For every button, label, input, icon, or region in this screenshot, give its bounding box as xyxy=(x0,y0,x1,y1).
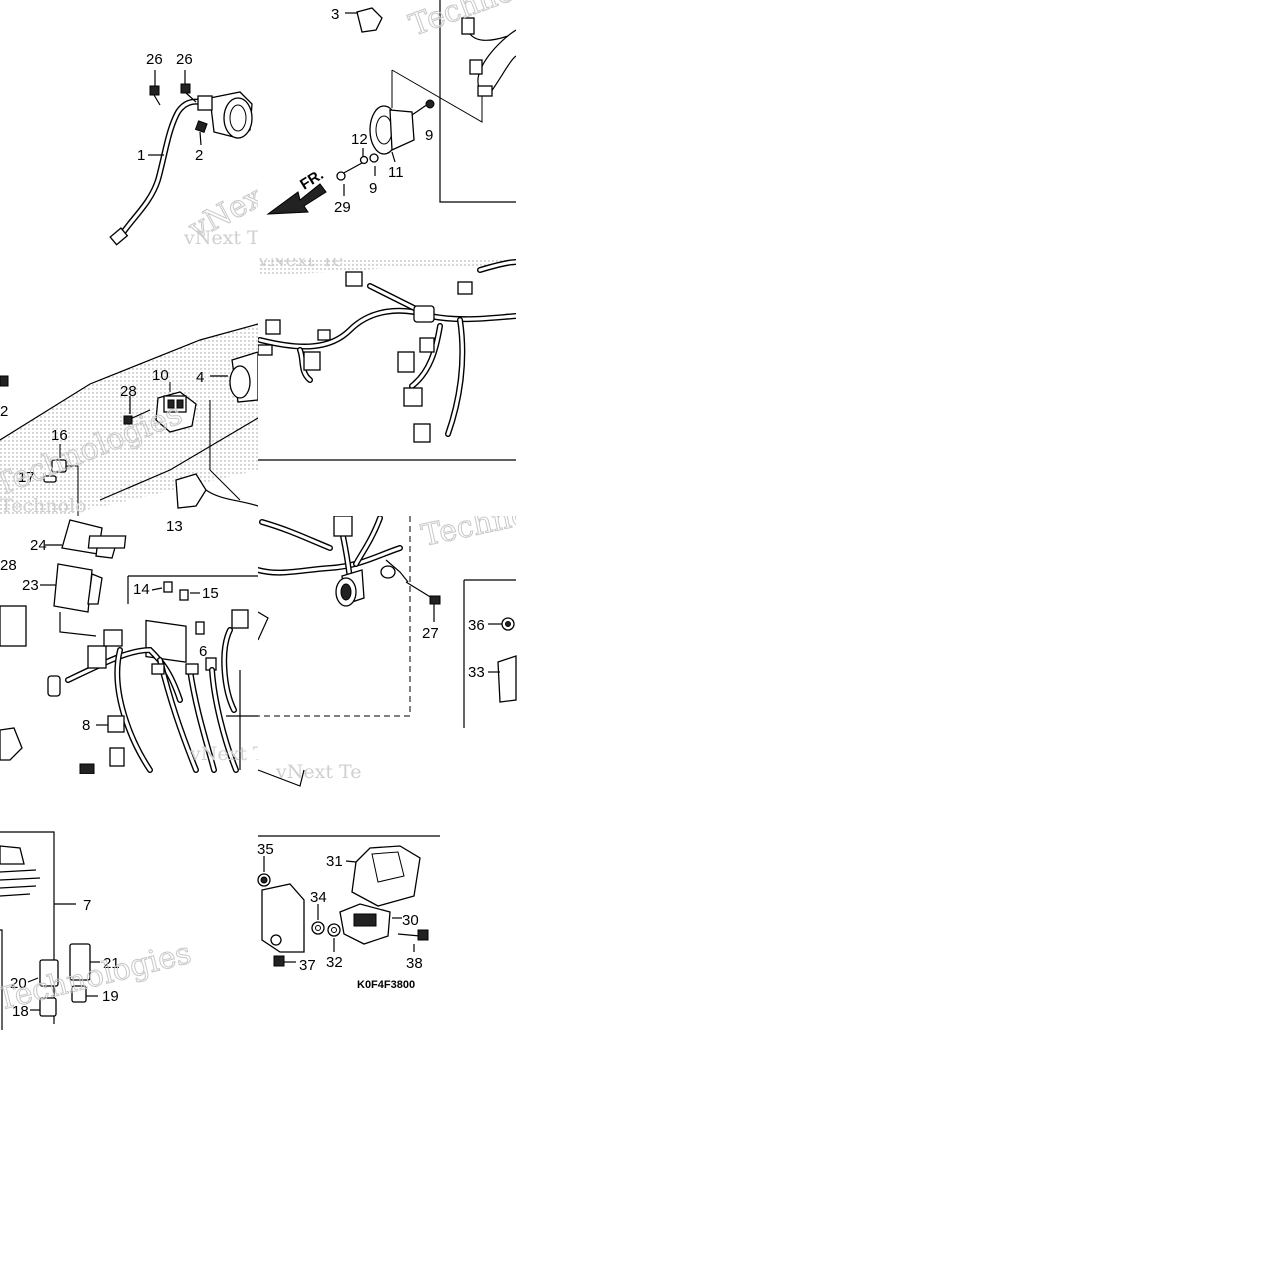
callout-13: 13 xyxy=(166,518,183,535)
callout-15: 15 xyxy=(202,585,219,602)
watermark: Technolo xyxy=(0,495,87,517)
ecu-part xyxy=(53,519,117,613)
callout-3: 3 xyxy=(331,6,339,23)
connector-part xyxy=(461,17,516,97)
tile-fusebox: 24 13 28 23 14 15 6 8 vNext Tec xyxy=(0,518,286,774)
callout-11: 11 xyxy=(388,164,404,181)
callout-2: 2 xyxy=(0,403,8,420)
callout-33: 33 xyxy=(468,664,485,681)
connector-part xyxy=(0,845,41,897)
callout-28: 28 xyxy=(120,383,137,400)
watermark: Techno xyxy=(418,497,532,554)
watermark: vNext Te xyxy=(275,761,361,783)
sensor-part xyxy=(339,903,402,945)
callout-29: 29 xyxy=(334,199,351,216)
callout-4: 4 xyxy=(196,369,204,386)
watermark: vNext Tec xyxy=(183,227,280,249)
callout-23: 23 xyxy=(22,577,39,594)
diagram-code: K0F4F3800 xyxy=(357,979,415,991)
callout-28: 28 xyxy=(0,557,17,574)
callout-6: 6 xyxy=(199,643,207,660)
callout-18: 18 xyxy=(12,1003,29,1020)
rectifier-part xyxy=(210,351,258,403)
callout-26: 26 xyxy=(146,51,163,68)
callout-16: 16 xyxy=(51,427,68,444)
connector-part xyxy=(175,473,258,509)
tile-bracket: 36 33 xyxy=(463,579,517,728)
callout-8: 8 xyxy=(82,717,90,734)
callout-36: 36 xyxy=(468,617,485,634)
callout-2: 2 xyxy=(195,147,203,164)
callout-32: 32 xyxy=(326,954,343,971)
callout-12: 12 xyxy=(351,131,368,148)
callout-14: 14 xyxy=(133,581,150,598)
callout-38: 38 xyxy=(406,955,423,972)
watermark: Techno xyxy=(405,0,519,44)
tile-ground-cable: 27 Techno xyxy=(258,497,532,717)
tile-horn: FR. 3 9 12 9 11 29 Techno xyxy=(266,0,519,216)
bulb-socket-part xyxy=(335,569,365,607)
callout-9: 9 xyxy=(425,127,433,144)
callout-27: 27 xyxy=(422,625,439,642)
tile-frame-left: 10 4 28 16 17 2 Technologies Technolo xyxy=(0,323,258,517)
callout-37: 37 xyxy=(299,957,316,974)
tile-connector-set: 7 21 19 20 18 Technologies xyxy=(0,831,195,1030)
front-arrow-icon xyxy=(266,183,327,215)
wire-harness-part xyxy=(0,605,249,774)
wire-harness-part xyxy=(258,259,516,443)
starter-relay-part xyxy=(197,91,253,139)
sensor-cover-part xyxy=(351,845,421,907)
callout-30: 30 xyxy=(402,912,419,929)
tile-sensor: 31 35 34 30 37 32 38 K0F4F3800 xyxy=(257,835,440,991)
callout-34: 34 xyxy=(310,889,327,906)
relay-part xyxy=(155,382,241,501)
horn-part xyxy=(336,99,435,181)
callout-1: 1 xyxy=(137,147,145,164)
callout-9: 9 xyxy=(369,180,377,197)
bracket-part xyxy=(257,873,305,953)
watermark: vNext Te xyxy=(257,249,343,271)
callout-26: 26 xyxy=(176,51,193,68)
callout-7: 7 xyxy=(83,897,91,914)
callout-21: 21 xyxy=(103,955,120,972)
callout-17: 17 xyxy=(18,469,35,486)
fuse-box-part xyxy=(87,535,217,671)
callout-35: 35 xyxy=(257,841,274,858)
callout-20: 20 xyxy=(10,975,27,992)
callout-31: 31 xyxy=(326,853,343,870)
watermark: Technologies xyxy=(0,936,195,1018)
tile-main-harness: vNext Te xyxy=(257,249,516,461)
connector-part xyxy=(345,7,383,33)
watermark: vNext Tec xyxy=(189,743,286,765)
tile-strip: vNext Te xyxy=(257,761,361,787)
fuse-part xyxy=(43,444,79,516)
callout-24: 24 xyxy=(30,537,47,554)
callout-19: 19 xyxy=(102,988,119,1005)
callout-10: 10 xyxy=(152,367,169,384)
